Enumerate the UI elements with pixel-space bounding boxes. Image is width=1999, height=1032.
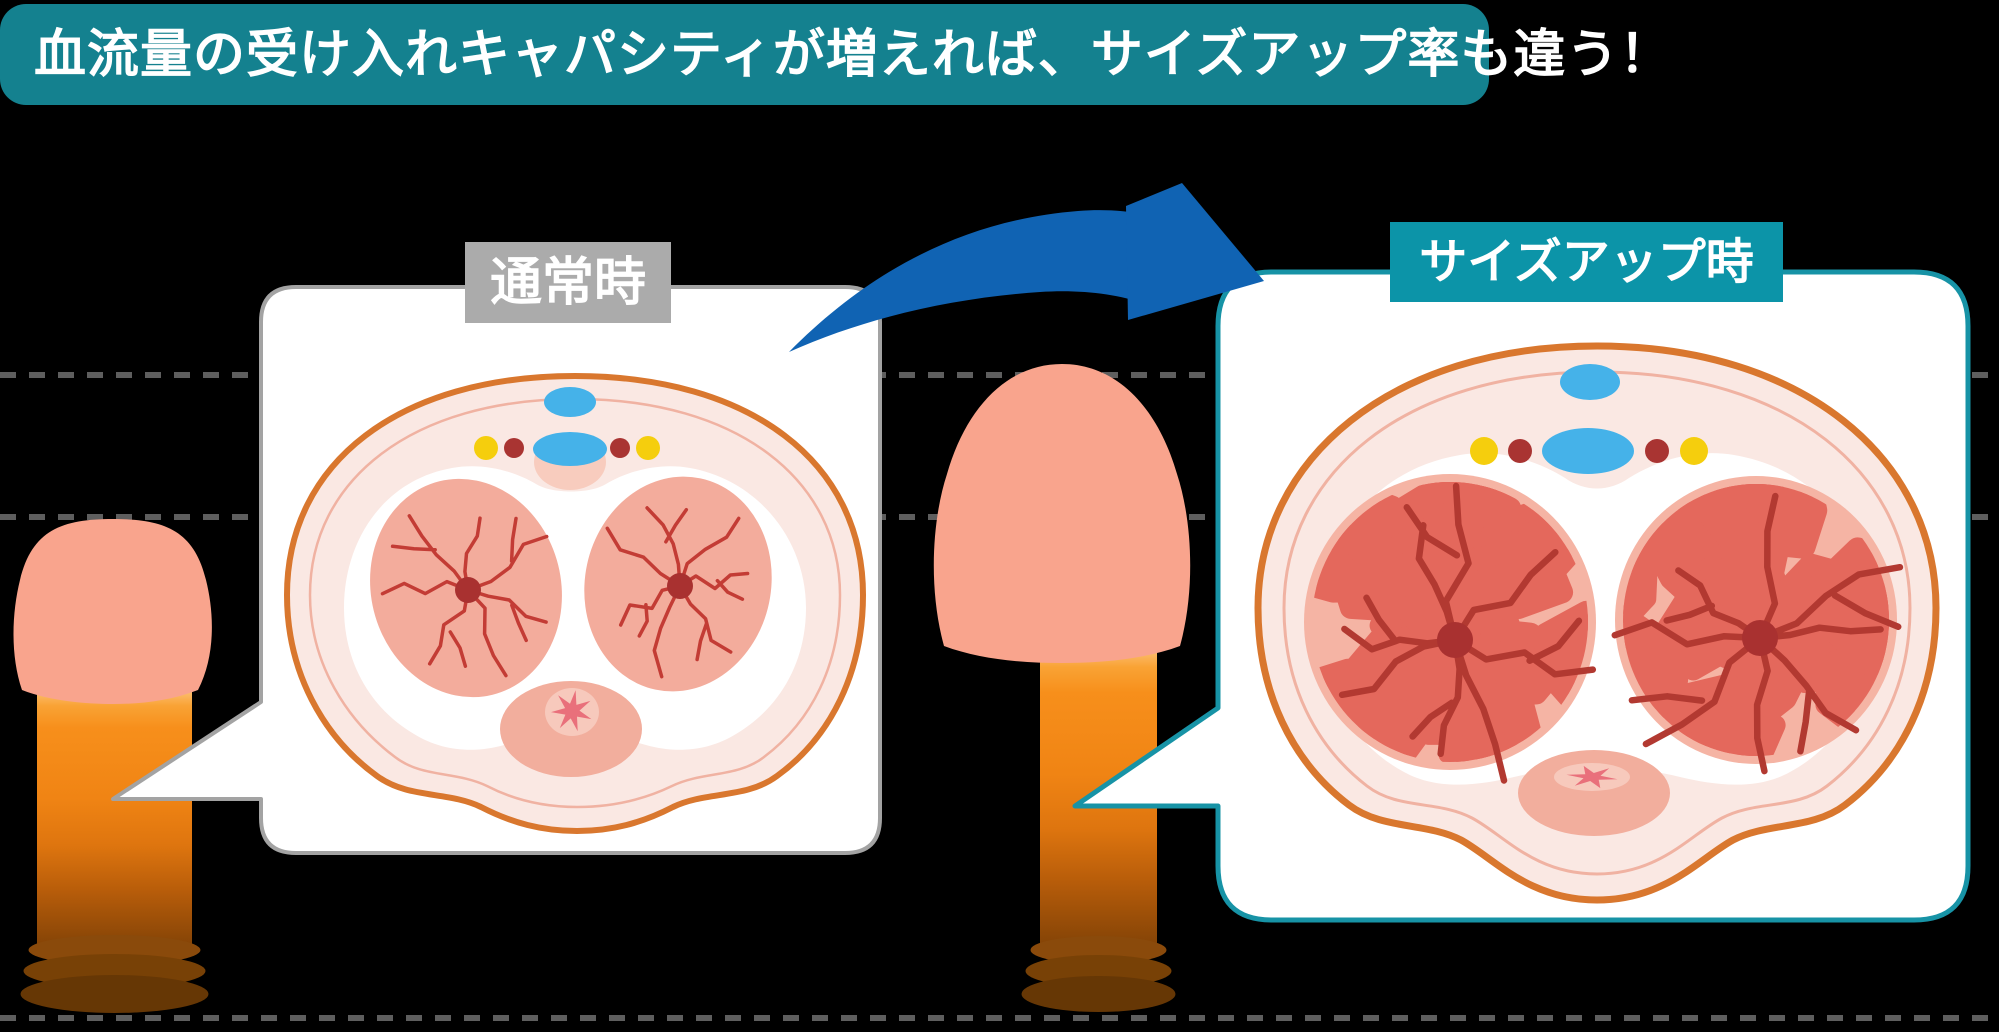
sizeup-corpus-spongiosum [1518, 750, 1670, 836]
sizeup-artery-red [1645, 439, 1669, 463]
erect-penis-illustration [933, 364, 1191, 1012]
normal-vessels-left [380, 514, 549, 678]
flaccid-base-ridge [20, 975, 209, 1013]
banner-title: 血流量の受け入れキャパシティが増えれば、サイズアップ率も違う！ [34, 26, 1673, 84]
normal-artery-red [504, 438, 524, 458]
normal-deep-vein [533, 432, 607, 466]
erect-glans [933, 364, 1191, 663]
header-banner: 血流量の受け入れキャパシティが増えれば、サイズアップ率も違う！ [0, 4, 1671, 105]
sizeup-superficial-vein [1560, 364, 1620, 400]
sizeup-cross-section [1254, 342, 1940, 904]
sizeup-vessels-right [1611, 492, 1904, 775]
sizeup-vessels-left [1338, 482, 1597, 784]
normal-superficial-vein [544, 387, 596, 417]
normal-cross-section [283, 372, 867, 835]
arrow-icon [789, 183, 1264, 352]
sizeup-urethra-star [1566, 765, 1618, 789]
sizeup-deep-vein [1542, 428, 1634, 474]
erect-base-ridge [1021, 976, 1176, 1012]
flaccid-penis-illustration [13, 519, 212, 1013]
normal-nerve-yellow [474, 436, 498, 460]
sizeup-nerve-yellow [1680, 437, 1708, 465]
normal-nerve-yellow [636, 436, 660, 460]
normal-urethra-star [551, 690, 592, 732]
sizeup-nerve-yellow [1470, 437, 1498, 465]
guide-line-bottom [0, 1015, 1999, 1021]
normal-artery-red [610, 438, 630, 458]
sizeup-artery-red [1508, 439, 1532, 463]
flaccid-shaft [37, 672, 192, 952]
flaccid-glans [13, 519, 212, 704]
label-sizeup-state: サイズアップ時 [1390, 222, 1783, 302]
guide-line-upper [0, 372, 1999, 378]
normal-vessels-right [605, 506, 750, 679]
label-normal-state: 通常時 [465, 242, 671, 323]
